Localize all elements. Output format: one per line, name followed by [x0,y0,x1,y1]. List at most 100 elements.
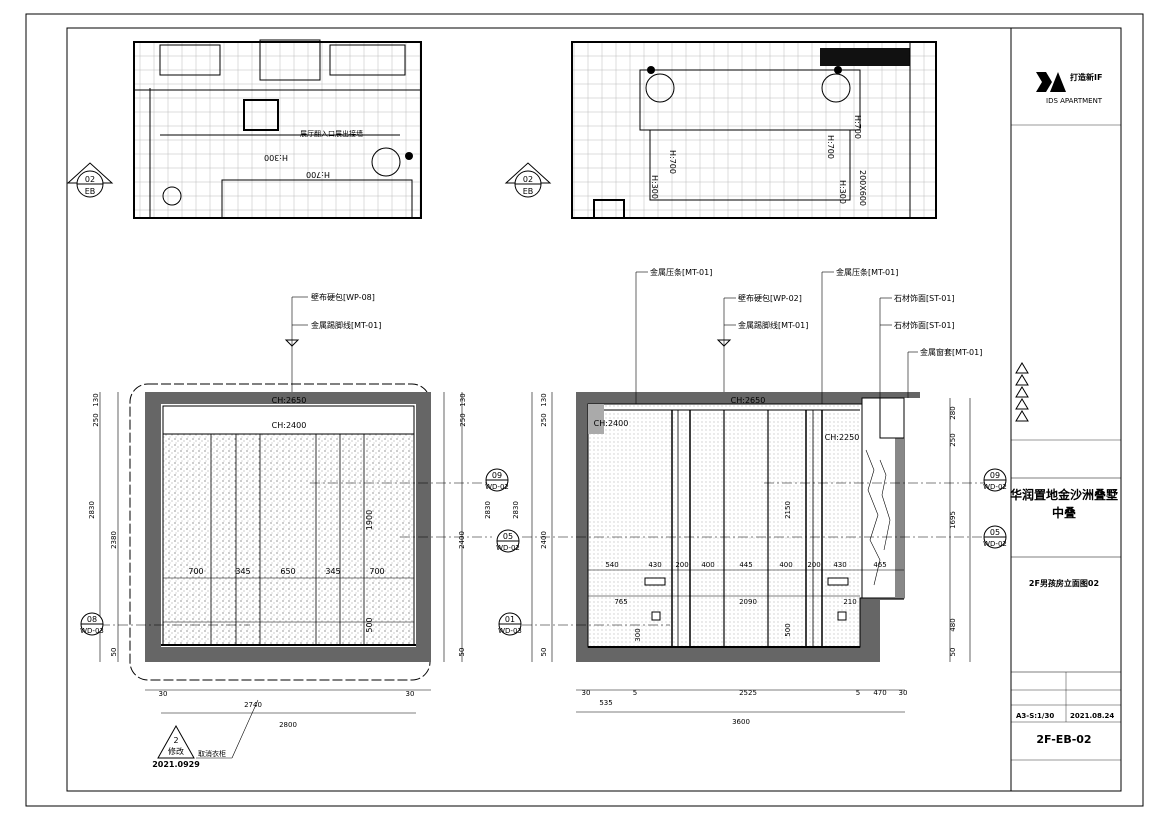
project-title-line2: 中叠 [1052,505,1076,520]
plan-left: 展厅翻入口展出接墙 H:300 H:700 02 EB [66,39,422,219]
project-title-line1: 华润置地金沙洲叠墅 [1010,487,1118,502]
revision-label: 修改 [168,746,184,756]
elev-right-dimB-535: 535 [599,699,612,707]
elev-right-dim-2150: 2150 [784,501,792,519]
elev-left-section-05: 05 WD-02 [496,529,520,553]
elev-left-dimR-50: 50 [458,648,466,657]
plan-left-h300-label: H:300 [264,153,288,162]
elev-left-dimL-2380: 2380 [110,531,118,549]
elev-left-dimB-2800: 2800 [279,721,297,729]
inner-border [66,27,1122,792]
company-logo: 打造新IF IDS APARTMENT [1036,72,1103,105]
elev-right-dimB-3600: 3600 [732,718,750,726]
elev-right-callout-L3: 金属踢脚线[MT-01] [738,320,808,330]
elev-right-sec-01-sheet: WD-03 [498,627,522,635]
company-name-en: IDS APARTMENT [1046,97,1103,105]
elev-left-panel-4: 345 [325,567,340,576]
elev-left-dimB-30b: 30 [406,690,415,698]
elev-right-callout-R1: 金属压条[MT-01] [836,267,898,277]
elev-right-dimL-2400: 2400 [540,531,548,549]
elev-left-panel-5: 700 [369,567,384,576]
elev-left-sec-08-num: 08 [87,615,97,624]
elev-right-dim-300: 300 [634,628,642,641]
elev-right-dimB-30a: 30 [582,689,591,697]
elev-right-section-09: 09 WD-02 [983,468,1007,492]
elev-left-section-08: 08 WD-03 [80,612,104,636]
plan-right-label-5: H:300 [838,180,847,204]
plan-right-label-3: H:700 [826,135,835,159]
elev-left-callout-1: 壁布硬包[WP-08] [311,292,375,302]
sheet-date: 2021.08.24 [1070,712,1114,720]
elev-right-dim2-2: 2090 [739,598,757,606]
elev-left-dimL-50: 50 [110,648,118,657]
elev-right-section-05: 05 WD-02 [983,525,1007,549]
elev-right-dim-500: 500 [784,623,792,636]
elev-left-dim-1900: 1900 [365,510,374,530]
plan-right: H:700 H:300 H:700 H:700 H:300 200X600 02… [504,41,937,219]
elev-right-dim2-3: 210 [843,598,856,606]
elevation-right: CH:2650 CH:2400 CH:2250 540 430 200 400 … [498,267,1007,726]
elev-left-sec-05-sheet: WD-02 [496,544,520,552]
elev-left-section-09: 09 WD-02 [485,468,509,492]
plan-left-h700-label: H:700 [306,170,330,179]
plan-left-view-marker: 02 EB [66,162,114,198]
elev-left-ch-outer: CH:2650 [272,396,307,405]
plan-right-view-marker: 02 EB [504,162,552,198]
outer-border [25,13,1144,807]
title-block: 打造新IF IDS APARTMENT 华润置地金沙洲叠墅 中叠 2F男孩房立面… [1010,72,1121,761]
revision-date: 2021.0929 [152,760,200,769]
elev-left-dimR-2830: 2830 [484,501,492,519]
elev-right-dimL-2830: 2830 [512,501,520,519]
elev-right-panel-2: 430 [648,561,661,569]
elev-right-dimB-5b: 5 [856,689,860,697]
elev-left-dimL-250: 250 [92,413,100,426]
plan-right-label-2: H:300 [650,175,659,199]
elev-right-callout-R3: 石材饰面[ST-01] [894,320,955,330]
elev-right-ch-outer: CH:2650 [731,396,766,405]
elev-right-panel-4: 400 [701,561,714,569]
plan-right-marker-num: 02 [523,175,533,184]
elev-left-dimL-130: 130 [92,393,100,406]
plan-left-marker-sheet: EB [85,187,96,196]
elev-right-dimB-2525: 2525 [739,689,757,697]
elev-right-sec-05-sheet: WD-02 [983,540,1007,548]
elev-right-panel-6: 400 [779,561,792,569]
plan-right-label-4: H:700 [853,115,862,139]
elev-right-dimB-470: 470 [873,689,886,697]
elev-left-ch-inner: CH:2400 [272,421,307,430]
elev-right-callout-R2: 石材饰面[ST-01] [894,293,955,303]
elev-right-dimR-480: 480 [949,618,957,631]
elev-right-dimL-250: 250 [540,413,548,426]
elevation-left: CH:2650 CH:2400 700 345 650 345 700 1900… [80,292,520,729]
elev-left-panel-3: 650 [280,567,295,576]
drawing-number: 2F-EB-02 [1036,733,1091,746]
elev-left-sec-08-sheet: WD-03 [80,627,104,635]
elev-right-panel-5: 445 [739,561,752,569]
plan-left-marker-num: 02 [85,175,95,184]
elev-right-dimR-250: 250 [949,433,957,446]
elev-right-sec-01-num: 01 [505,615,515,624]
elev-right-sec-09-num: 09 [990,471,1000,480]
plan-right-label-1: H:700 [668,150,677,174]
elev-right-dimL-130: 130 [540,393,548,406]
elev-right-panel-3: 200 [675,561,688,569]
elev-left-sec-09-num: 09 [492,471,502,480]
drawing-title: 2F男孩房立面图02 [1029,578,1099,588]
plan-right-label-6: 200X600 [858,170,867,206]
elev-right-dimR-280: 280 [949,406,957,419]
elev-right-callout-R4: 金属窗套[MT-01] [920,347,982,357]
elev-right-ch-window: CH:2250 [825,433,860,442]
elev-right-dimB-30b: 30 [899,689,908,697]
elev-right-dimL-50: 50 [540,648,548,657]
elev-right-ch-inner: CH:2400 [594,419,629,428]
elev-right-dimB-5a: 5 [633,689,637,697]
elev-right-callout-L1: 金属压条[MT-01] [650,267,712,277]
elev-left-dimB-30a: 30 [159,690,168,698]
elev-left-sec-09-sheet: WD-02 [485,483,509,491]
elev-left-panel-2: 345 [235,567,250,576]
elev-right-sec-09-sheet: WD-02 [983,483,1007,491]
company-name-cn: 打造新IF [1070,72,1102,82]
plan-right-marker-sheet: EB [523,187,534,196]
